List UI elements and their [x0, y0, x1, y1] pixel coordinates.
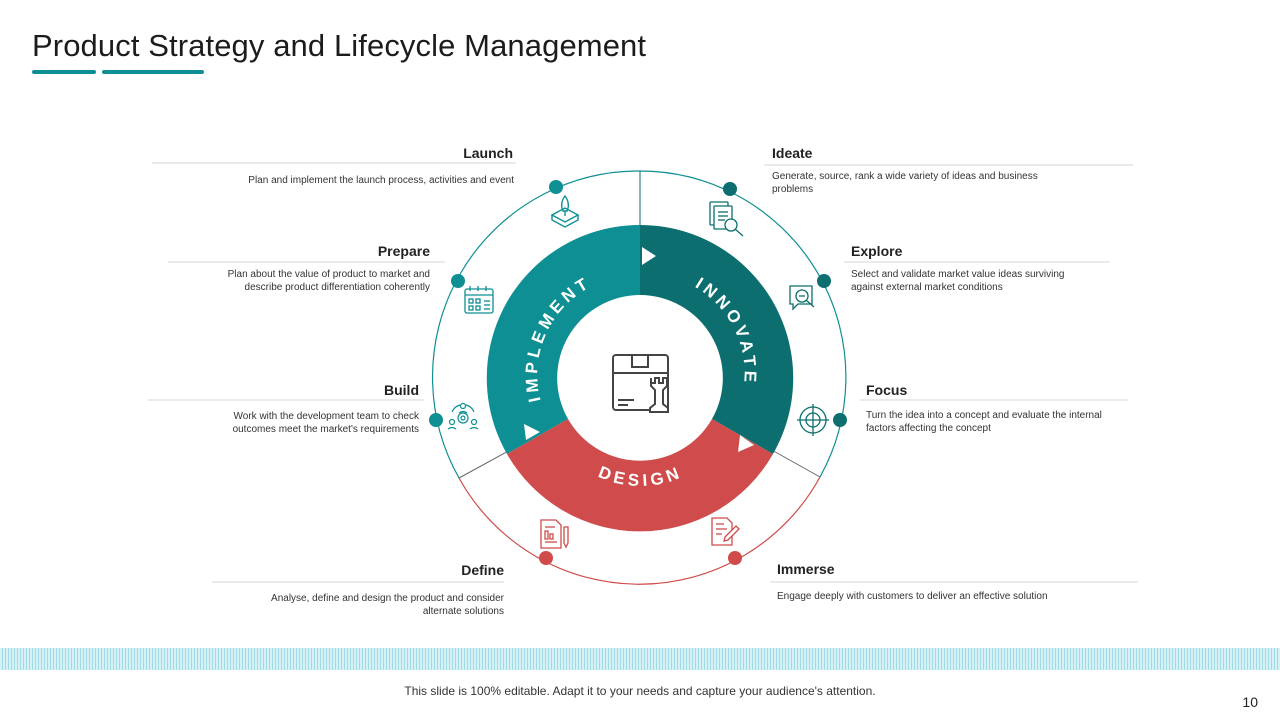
focus-label: Focus	[866, 382, 908, 398]
footer-stripe	[0, 648, 1280, 670]
target-icon	[797, 404, 829, 436]
footer-note: This slide is 100% editable. Adapt it to…	[404, 684, 876, 698]
explore-description: Select and validate market value ideas s…	[851, 269, 1065, 293]
divider-left	[458, 448, 513, 479]
team-gear-icon	[447, 402, 479, 430]
define-dot	[539, 551, 553, 565]
ideate-description: Generate, source, rank a wide variety of…	[772, 171, 1038, 195]
define-description: Analyse, define and design the product a…	[271, 593, 504, 617]
report-pencil-icon	[540, 519, 569, 549]
arrow-innovate	[642, 247, 656, 265]
immerse-label: Immerse	[777, 561, 835, 577]
prepare-description: Plan about the value of product to marke…	[227, 269, 430, 293]
product-box-chess-icon	[612, 354, 669, 413]
calendar-icon	[464, 286, 494, 314]
rocket-icon	[550, 194, 580, 228]
page-title: Product Strategy and Lifecycle Managemen…	[32, 28, 647, 63]
title-underline-left	[32, 70, 96, 74]
prepare-label: Prepare	[377, 243, 430, 259]
arrow-implement	[524, 424, 540, 440]
search-chat-icon	[789, 285, 815, 311]
build-description: Work with the development team to check …	[232, 411, 419, 435]
explore-label: Explore	[851, 243, 903, 259]
build-dot	[429, 413, 443, 427]
ideate-label: Ideate	[772, 145, 813, 161]
immerse-description: Engage deeply with customers to deliver …	[777, 591, 1048, 602]
page-number: 10	[1242, 694, 1258, 710]
divider-right	[769, 448, 821, 478]
documents-search-icon	[709, 201, 744, 237]
design-segment	[507, 419, 773, 532]
outer-ring-design	[458, 476, 821, 585]
document-edit-icon	[711, 517, 740, 546]
prepare-dot	[451, 274, 465, 288]
launch-dot	[549, 180, 563, 194]
build-label: Build	[384, 382, 419, 398]
implement-segment	[486, 224, 640, 454]
arrow-design	[738, 435, 754, 452]
focus-dot	[833, 413, 847, 427]
innovate-segment	[640, 224, 794, 454]
explore-dot	[817, 274, 831, 288]
immerse-dot	[728, 551, 742, 565]
title-underline-right	[102, 70, 204, 74]
define-label: Define	[461, 562, 504, 578]
launch-description: Plan and implement the launch process, a…	[248, 175, 514, 186]
focus-description: Turn the idea into a concept and evaluat…	[866, 410, 1102, 434]
ideate-dot	[723, 182, 737, 196]
launch-label: Launch	[463, 145, 513, 161]
